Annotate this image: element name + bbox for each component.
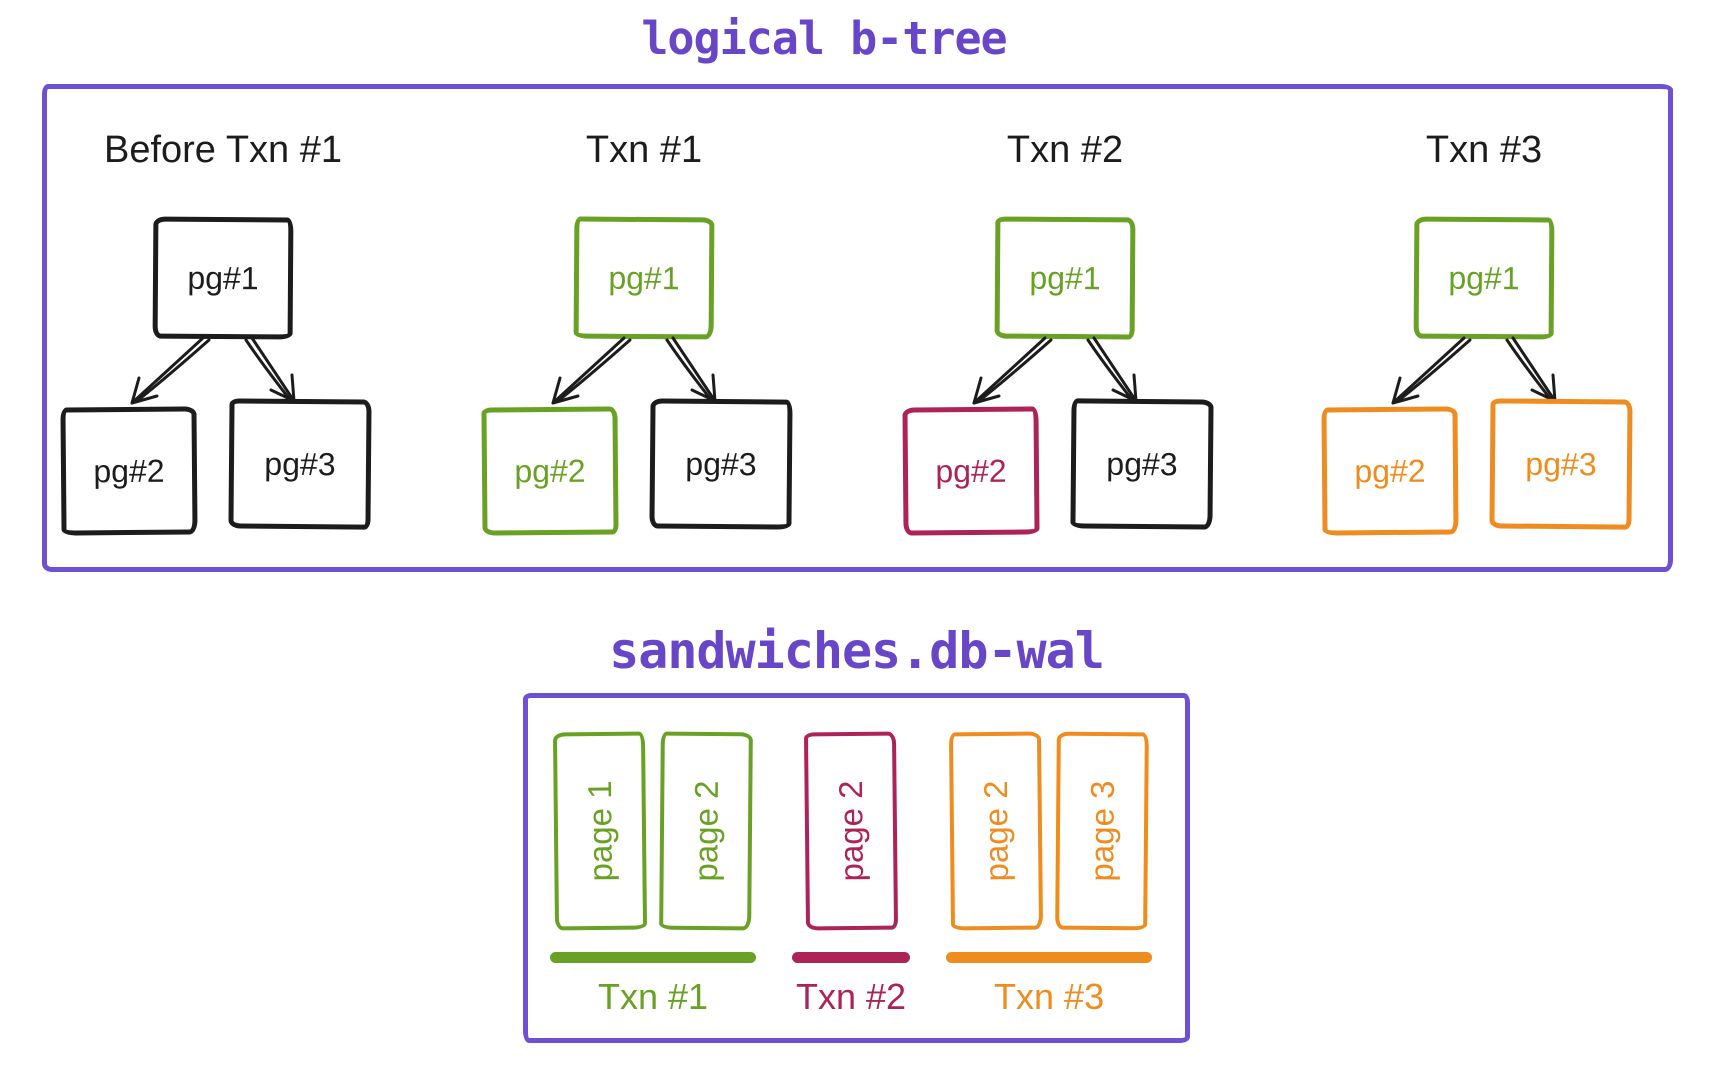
txn-label: Txn #2	[796, 976, 907, 1017]
btree-node-pg1: pg#1	[152, 216, 294, 340]
wal-frame: page 1 page 2 Txn #1 page 2 Txn #2	[523, 693, 1190, 1043]
btree-node-pg3: pg#3	[649, 398, 793, 530]
wal-groups-row: page 1 page 2 Txn #1 page 2 Txn #2	[550, 731, 1153, 1018]
tree-arrows	[1391, 336, 1557, 405]
wal-group-txn1: page 1 page 2 Txn #1	[550, 731, 756, 1018]
arrow-left-line2	[135, 338, 211, 403]
node-label: pg#1	[608, 259, 680, 296]
arrow-left-line2	[977, 338, 1053, 403]
btree-node-pg2: pg#2	[902, 406, 1040, 536]
txn-label: Txn #3	[994, 976, 1105, 1017]
wal-page-label: page 2	[831, 780, 870, 882]
arrow-left-head	[130, 376, 159, 405]
node-label: pg#2	[1354, 452, 1426, 489]
btree-section-title: logical b-tree	[641, 12, 1007, 65]
btree-node-pg2: pg#2	[1321, 406, 1459, 536]
node-label: pg#3	[1106, 445, 1178, 482]
arrow-right-line2	[665, 338, 714, 403]
wal-group-txn3: page 2 page 3 Txn #3	[946, 731, 1153, 1018]
txn-underline-bar	[792, 952, 911, 963]
txn-underline-bar	[946, 952, 1153, 963]
btree-node-pg2: pg#2	[481, 406, 619, 536]
node-label: pg#1	[1029, 259, 1101, 296]
arrow-left-line2	[556, 338, 632, 403]
tree-group-txn2: Txn #2 pg#1 pg#2 pg#3	[897, 129, 1233, 549]
node-label: pg#1	[1448, 259, 1520, 296]
arrow-right-line	[1511, 336, 1557, 403]
btree-node-pg3: pg#3	[1070, 398, 1214, 530]
wal-page-label: page 2	[976, 780, 1015, 882]
tree-heading: Txn #2	[1006, 129, 1124, 171]
arrow-left-head	[1391, 376, 1420, 405]
arrow-left-line	[972, 336, 1047, 405]
txn-label: Txn #1	[597, 976, 709, 1017]
node-label: pg#2	[935, 452, 1007, 489]
arrow-left-line	[551, 336, 626, 405]
btree-node-pg2: pg#2	[60, 406, 198, 536]
node-label: pg#3	[264, 445, 336, 482]
arrow-left-head	[551, 376, 580, 405]
arrow-right-line2	[1505, 338, 1554, 403]
arrow-right-line2	[244, 338, 293, 403]
arrow-right-line	[671, 336, 717, 403]
tree-heading: Before Txn #1	[103, 129, 342, 171]
txn-underline-bar	[550, 952, 756, 963]
btree-frame: Before Txn #1 pg#1 pg#2 pg#3 Txn #1	[42, 84, 1673, 572]
tree-arrows	[551, 336, 717, 405]
wal-page-box: page 3	[1055, 731, 1149, 931]
tree-group-txn3: Txn #3 pg#1 pg#2 pg#3	[1316, 129, 1652, 549]
arrow-right-line	[1092, 336, 1138, 403]
wal-page-label: page 3	[1082, 780, 1121, 882]
wal-pages: page 2 page 3	[949, 731, 1149, 931]
wal-group-txn2: page 2 Txn #2	[792, 731, 911, 1018]
btree-node-pg3: pg#3	[1489, 398, 1633, 530]
node-label: pg#2	[93, 452, 165, 489]
node-label: pg#3	[1525, 445, 1597, 482]
arrow-right-line	[250, 336, 296, 403]
arrow-left-line	[1391, 336, 1466, 405]
wal-page-box: page 2	[949, 731, 1044, 931]
wal-page-label: page 1	[580, 780, 619, 882]
tree-group-before-txn1: Before Txn #1 pg#1 pg#2 pg#3	[55, 129, 391, 549]
wal-page-label: page 2	[686, 780, 725, 882]
node-label: pg#1	[187, 259, 259, 296]
arrow-left-head	[972, 376, 1001, 405]
wal-page-box: page 2	[803, 731, 899, 931]
btree-node-pg3: pg#3	[228, 398, 372, 530]
wal-pages: page 2	[803, 731, 899, 931]
arrow-left-line	[130, 336, 205, 405]
btree-node-pg1: pg#1	[1413, 216, 1555, 340]
tree-heading: Txn #3	[1425, 129, 1543, 171]
node-label: pg#2	[514, 452, 586, 489]
wal-page-box: page 2	[659, 731, 753, 931]
node-label: pg#3	[685, 445, 757, 482]
arrow-left-line2	[1396, 338, 1472, 403]
arrow-right-line2	[1086, 338, 1135, 403]
wal-page-box: page 1	[552, 731, 648, 931]
tree-heading: Txn #1	[585, 129, 703, 171]
btree-node-pg1: pg#1	[573, 216, 715, 340]
wal-pages: page 1 page 2	[552, 731, 753, 931]
tree-group-txn1: Txn #1 pg#1 pg#2 pg#3	[476, 129, 812, 549]
wal-section-title: sandwiches.db-wal	[609, 622, 1105, 680]
btree-node-pg1: pg#1	[994, 216, 1136, 340]
